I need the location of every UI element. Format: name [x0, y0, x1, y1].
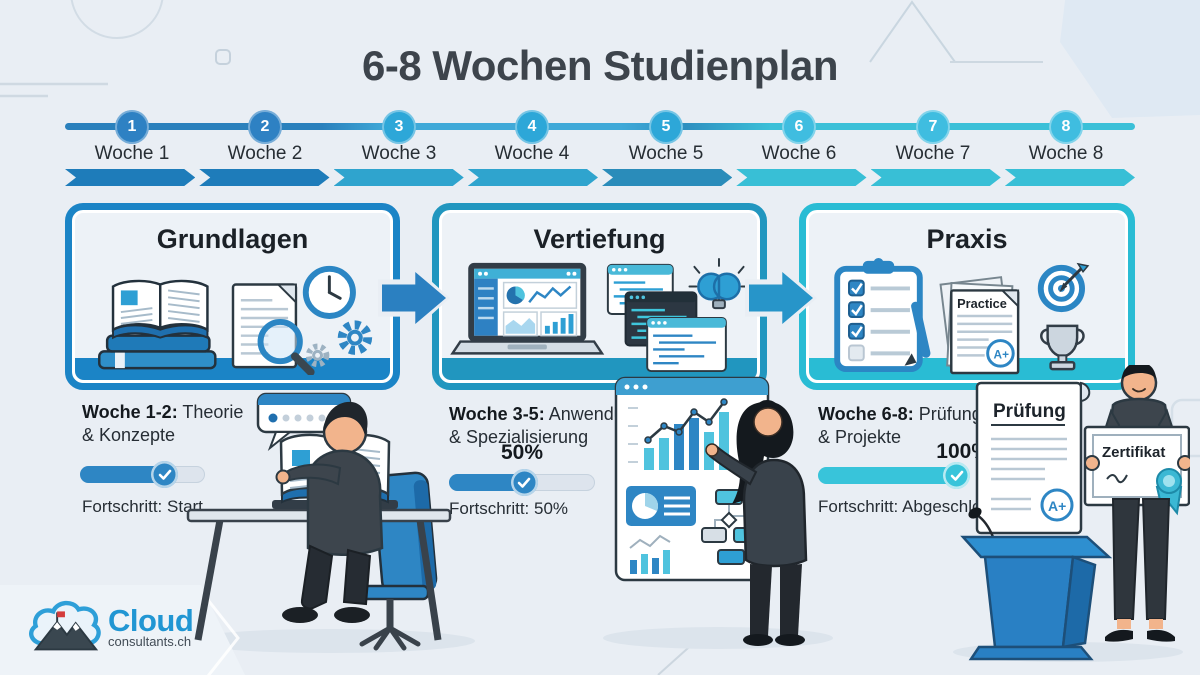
- chart-board: [614, 376, 770, 582]
- logo-suffix: consultants.ch: [108, 633, 192, 649]
- certificate-title: Zertifikat: [1102, 444, 1165, 461]
- vertiefung-illustration: [449, 257, 749, 373]
- exam-document: Prüfung A+: [975, 381, 1091, 535]
- mini-bar-chart: [629, 534, 671, 574]
- podium: [960, 507, 1113, 661]
- node-number: 1: [127, 118, 137, 135]
- node-number: 2: [260, 118, 270, 135]
- practice-label: Practice: [957, 296, 1007, 311]
- timeline-node-8: 8: [1049, 110, 1083, 144]
- practice-papers-icon: Practice A+: [939, 276, 1020, 375]
- target-icon: [1037, 262, 1090, 313]
- exam-doc-title: Prüfung: [993, 401, 1066, 422]
- timeline-node-7: 7: [916, 110, 950, 144]
- progress-bar-2: [449, 469, 595, 496]
- topic: Theorie: [182, 402, 244, 422]
- progress-caption-2: Fortschritt: 50%: [449, 499, 569, 518]
- document-magnifier-icon: [231, 283, 315, 375]
- topic-line2: & Konzepte: [82, 425, 176, 445]
- node-number: 4: [527, 118, 537, 135]
- node-number: 8: [1061, 118, 1071, 135]
- timeline-line: [65, 123, 1135, 130]
- pie-card: [626, 486, 696, 526]
- progress-caption-3: Fortschritt: Abgeschlossen: [818, 497, 1018, 516]
- phase-title: Praxis: [926, 224, 1008, 254]
- timeline-node-4: 4: [515, 110, 549, 144]
- node-number: 6: [794, 118, 804, 135]
- week-label-6: Woche 6: [761, 143, 837, 164]
- week-label-7: Woche 7: [895, 143, 971, 164]
- books-icon: [97, 279, 217, 370]
- week-label-8: Woche 8: [1028, 143, 1104, 164]
- progress-fill: [818, 467, 968, 484]
- week-label-4: Woche 4: [494, 143, 570, 164]
- week-label-1: Woche 1: [94, 143, 170, 164]
- progress-fill: [80, 466, 165, 483]
- chevron-segment: [199, 169, 329, 186]
- progress-check-icon: [151, 461, 178, 488]
- logo: Cloud consultants.ch: [24, 596, 194, 658]
- phase-box-grundlagen: Grundlagen: [65, 203, 400, 390]
- certificate-person-illustration: Prüfung A+ Zert: [960, 365, 1190, 661]
- code-windows-icon: [606, 263, 727, 373]
- week-label-5: Woche 5: [628, 143, 704, 164]
- gears-icon: [305, 320, 372, 368]
- chevron-segment: [1005, 169, 1135, 186]
- week-label-3: Woche 3: [361, 143, 437, 164]
- topic-line2: & Projekte: [818, 427, 902, 447]
- timeline-node-1: 1: [115, 110, 149, 144]
- week-range: Woche 3-5:: [449, 404, 545, 424]
- logo-name: Cloud: [108, 602, 194, 638]
- chevron-segment: [602, 169, 732, 186]
- grade-badge: A+: [994, 347, 1010, 361]
- percent-label-50: 50%: [500, 441, 544, 464]
- progress-fill: [449, 474, 525, 491]
- certificate-person: Zertifikat: [1083, 365, 1190, 642]
- cloud-mountain-logo-icon: [29, 600, 101, 651]
- praxis-illustration: Practice A+: [834, 257, 1090, 375]
- reading-person: [275, 401, 384, 623]
- laptop-charts-icon: [449, 262, 604, 355]
- week-range: Woche 6-8:: [818, 404, 914, 424]
- presenter-illustration: [614, 376, 808, 646]
- grade-badge: A+: [1048, 498, 1066, 514]
- timeline-node-5: 5: [649, 110, 683, 144]
- timeline-node-3: 3: [382, 110, 416, 144]
- phase-box-praxis: Praxis: [799, 203, 1135, 390]
- phase-title: Grundlagen: [156, 224, 309, 254]
- timeline-chevron-bar: [65, 169, 1135, 186]
- trophy-icon: [1040, 324, 1085, 371]
- timeline-node-2: 2: [248, 110, 282, 144]
- reading-person-illustration: [186, 392, 452, 651]
- chevron-segment: [871, 169, 1001, 186]
- checklist-icon: [834, 257, 931, 373]
- page-title: 6-8 Wochen Studienplan: [362, 42, 838, 89]
- progress-bar-1: [80, 461, 205, 488]
- node-number: 3: [394, 118, 404, 135]
- progress-check-icon: [510, 469, 538, 496]
- presenter-person: [705, 400, 808, 646]
- section-heading-1: Woche 1-2: Theorie & Konzepte: [82, 401, 282, 447]
- progress-check-icon: [943, 462, 970, 489]
- grundlagen-illustration: [97, 265, 372, 375]
- node-number: 5: [661, 118, 671, 135]
- chevron-segment: [65, 169, 195, 186]
- week-label-2: Woche 2: [227, 143, 303, 164]
- topic-line2: & Spezialisierung: [449, 427, 589, 447]
- progress-bar-3: [818, 462, 970, 489]
- node-number: 7: [928, 118, 938, 135]
- clock-icon: [302, 265, 356, 319]
- idea-brain-icon: [688, 257, 749, 310]
- chevron-segment: [468, 169, 598, 186]
- chevron-segment: [334, 169, 464, 186]
- phase-box-vertiefung: Vertiefung: [432, 203, 767, 390]
- progress-caption-1: Fortschritt: Start: [82, 497, 203, 516]
- week-range: Woche 1-2:: [82, 402, 178, 422]
- phase-title: Vertiefung: [533, 224, 666, 254]
- timeline-node-6: 6: [782, 110, 816, 144]
- chevron-segment: [736, 169, 866, 186]
